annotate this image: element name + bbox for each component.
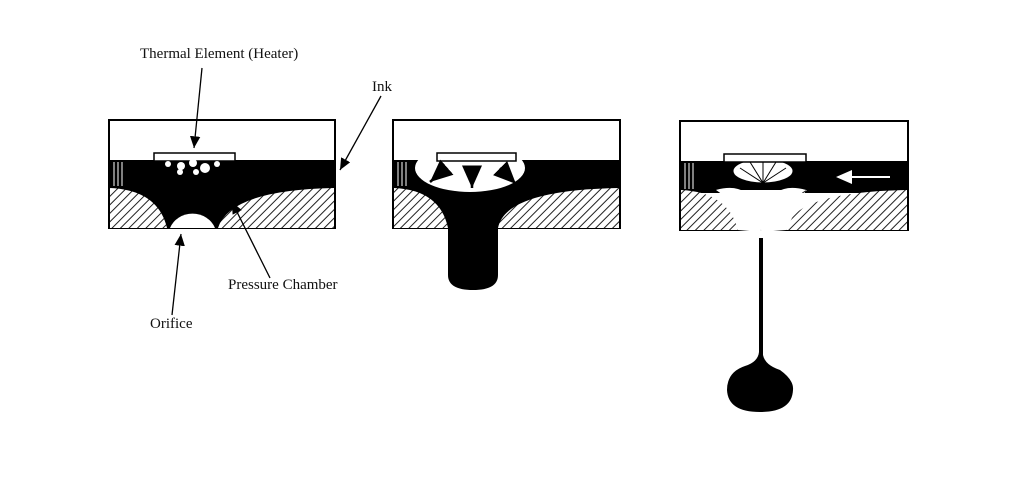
stage-1-panel [108,67,382,316]
ink-label: Ink [372,79,392,95]
orifice-meniscus [170,213,215,228]
orifice-label: Orifice [150,316,193,332]
nozzle-plate-right [218,188,334,228]
nozzle-plate-left [110,188,167,228]
pressure-chamber-label: Pressure Chamber [228,277,338,293]
heater-label: Thermal Element (Heater) [140,46,299,62]
stage-2-panel [392,119,621,290]
stage-3-panel [679,120,909,412]
ejected-droplet [727,238,794,412]
ink-column [448,226,498,290]
nucleating-bubbles [165,159,220,175]
vapor-bubble [415,144,525,192]
